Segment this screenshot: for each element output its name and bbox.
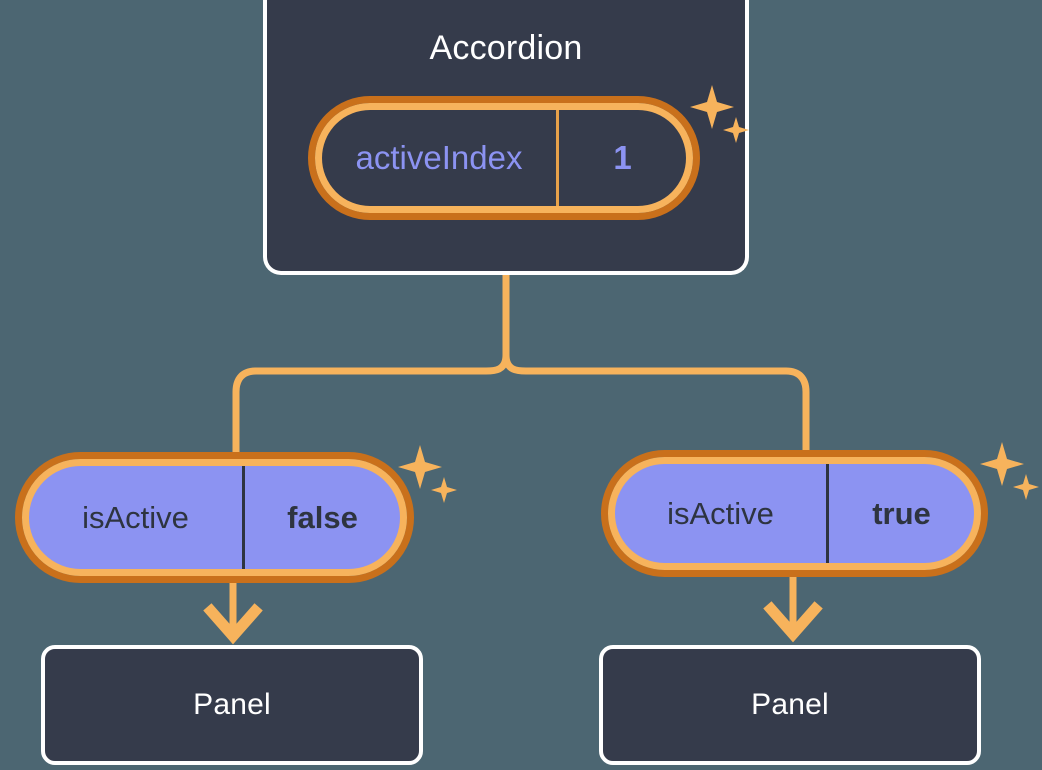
state-pill-is-active-false[interactable]: isActive false [15,452,414,583]
state-pill-is-active-true[interactable]: isActive true [601,450,988,577]
pill-ring-inner: isActive false [22,459,407,576]
state-pill-active-index[interactable]: activeIndex 1 [308,96,700,220]
state-pill-value: true [872,495,931,531]
arrow-down-left [203,583,263,645]
state-pill-value: false [287,499,358,535]
connector-branch-right [502,354,810,455]
pill-ring-outer: activeIndex 1 [308,96,700,220]
pill-ring-inner: activeIndex 1 [315,103,693,213]
sparkle-icon [980,442,1039,500]
panel-node-left[interactable]: Panel [41,645,423,765]
state-pill-value: 1 [613,139,632,176]
arrow-down-right [763,577,823,643]
pill-ring-inner: isActive true [608,457,981,570]
panel-node-right[interactable]: Panel [599,645,981,765]
state-pill-key: isActive [29,466,245,569]
panel-title: Panel [751,688,829,721]
state-pill-key: isActive [615,464,829,563]
accordion-title: Accordion [429,29,583,67]
state-pill-key: activeIndex [322,110,559,206]
pill-ring-outer: isActive true [601,450,988,577]
connector-branch-left [232,354,510,455]
pill-ring-outer: isActive false [15,452,414,583]
panel-title: Panel [193,688,271,721]
